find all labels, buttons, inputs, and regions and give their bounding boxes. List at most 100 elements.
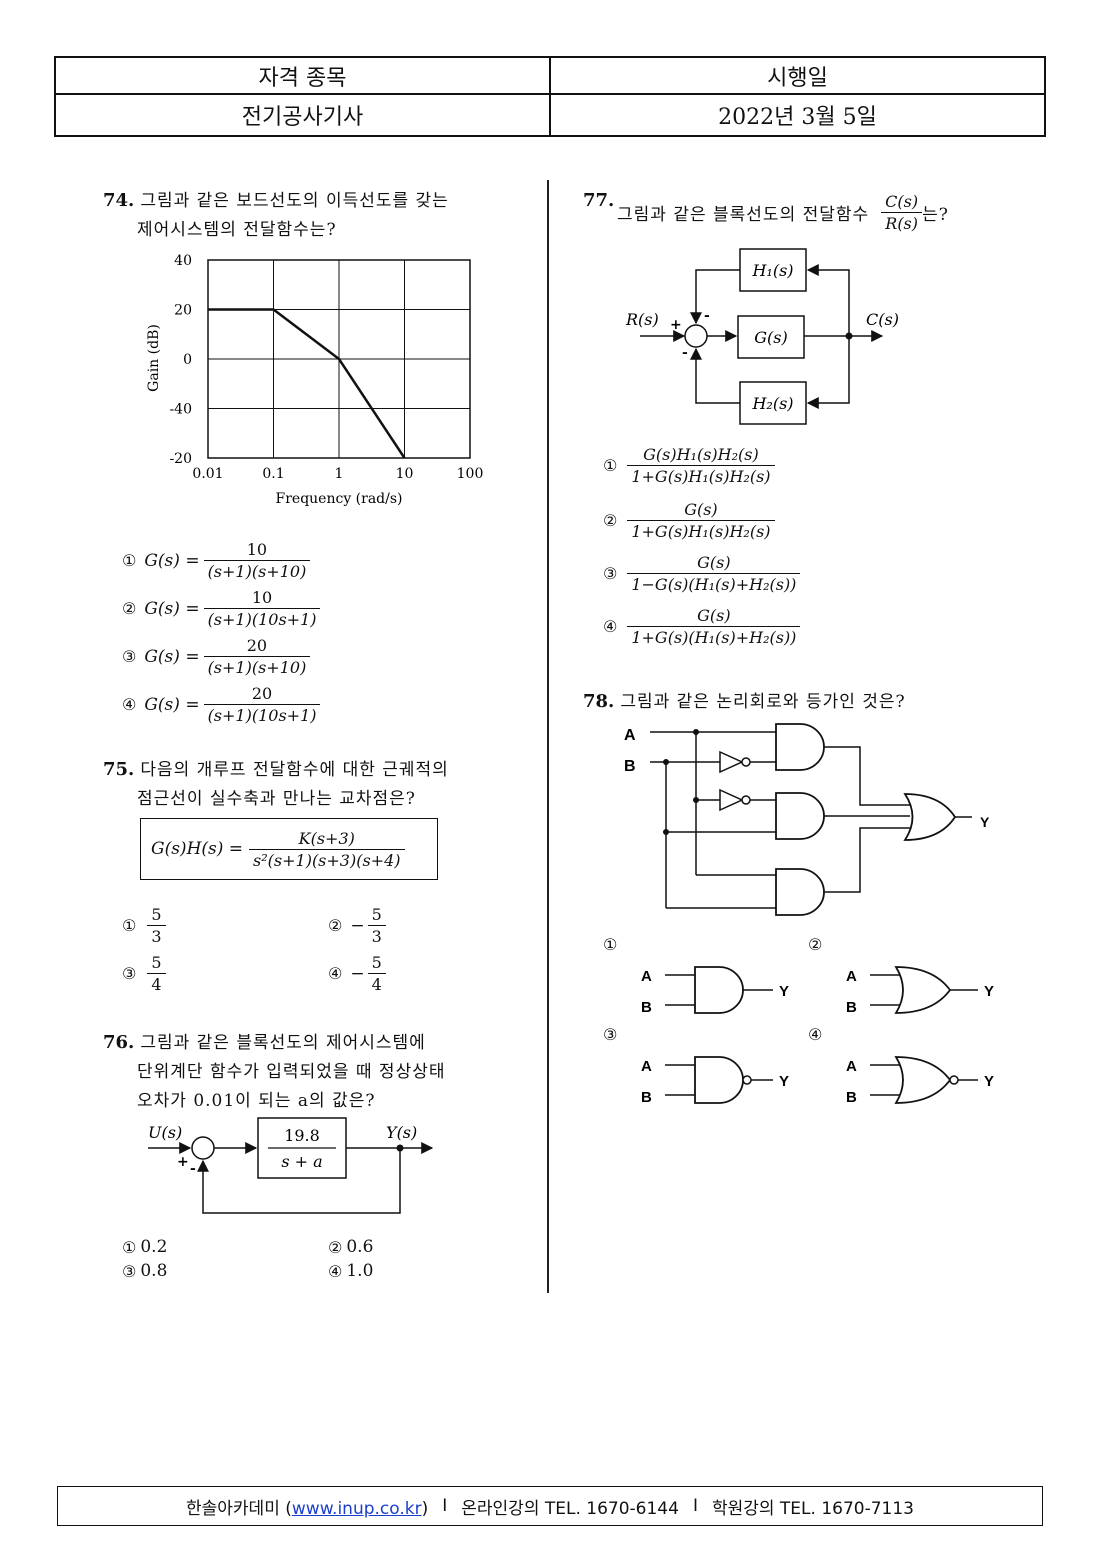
q77-input-label: R(s) <box>625 310 659 329</box>
gate-body <box>894 1056 952 1104</box>
q77-option-den: 1+G(s)(H₁(s)+H₂(s)) <box>627 626 801 647</box>
question-75-number: 75. <box>103 759 135 780</box>
q76-option-mark: ④ <box>328 1261 343 1281</box>
bode-gain-series <box>208 308 406 459</box>
question-76: 76.그림과 같은 블록선도의 제어시스템에 단위계단 함수가 입력되었을 때 … <box>103 1028 446 1116</box>
q78-not-gate-b <box>719 750 744 774</box>
q78-and-gate-2 <box>775 792 825 840</box>
q77-option-fraction: G(s)1−G(s)(H₁(s)+H₂(s)) <box>627 553 801 594</box>
gate-output-y-label: Y <box>984 1073 994 1090</box>
q74-option-fraction: 20(s+1)(s+10) <box>203 636 311 677</box>
q77-h1-label: H₁(s) <box>751 261 793 280</box>
q74-option-num: 20 <box>251 684 273 703</box>
q78-option-mark: ① <box>603 935 618 954</box>
gate-body <box>694 1056 744 1104</box>
question-77-line1: 그림과 같은 블록선도의 전달함수 <box>617 205 870 225</box>
formula-denominator: s²(s+1)(s+3)(s+4) <box>249 848 405 870</box>
q76-minus-sign: - <box>190 1161 196 1177</box>
q74-option-1[interactable]: ① G(s) =10(s+1)(s+10) <box>122 540 311 581</box>
q74-option-mark: ④ <box>122 695 137 714</box>
q77-block-diagram: R(s) C(s) + - - G(s) H₁(s) H₂(s) <box>625 248 899 425</box>
q74-option-lhs: G(s) = <box>144 550 200 571</box>
q75-option-num: 5 <box>371 905 382 924</box>
q77-option-num: G(s)H₁(s)H₂(s) <box>643 445 759 464</box>
bode-y-tick-label: 40 <box>174 253 192 269</box>
question-77: 77. <box>583 186 620 216</box>
q77-option-fraction: G(s)1+G(s)(H₁(s)+H₂(s)) <box>627 606 801 647</box>
gate-input-a-label: A <box>641 1058 652 1075</box>
gate-output-y-label: Y <box>779 1073 789 1090</box>
question-77-frac-num: C(s) <box>885 192 919 211</box>
question-74-number: 74. <box>103 190 135 211</box>
q77-option-3[interactable]: ③ G(s)1−G(s)(H₁(s)+H₂(s)) <box>603 553 801 594</box>
q74-option-fraction: 10(s+1)(s+10) <box>203 540 311 581</box>
q77-minus-bottom: - <box>682 345 688 361</box>
q78-junction-dots <box>663 729 699 835</box>
footer-online-phone: 온라인강의 TEL. 1670-6144 <box>461 1498 679 1519</box>
q78-logic-circuit: A B Y <box>624 723 990 916</box>
gate-body <box>694 966 744 1014</box>
gate-body <box>894 966 952 1014</box>
footer-website-link[interactable]: www.inup.co.kr <box>291 1498 422 1519</box>
question-78-line1: 그림과 같은 논리회로와 등가인 것은? <box>620 692 906 712</box>
q77-h1-feedback <box>690 269 740 325</box>
formula-fraction: K(s+3) s²(s+1)(s+3)(s+4) <box>249 829 405 870</box>
header-subject-label: 자격 종목 <box>56 58 551 93</box>
q77-option-den: 1−G(s)(H₁(s)+H₂(s)) <box>627 573 801 594</box>
q74-option-mark: ② <box>122 599 137 618</box>
footer-academy: 한솔아카데미 (www.inup.co.kr) <box>186 1494 428 1519</box>
q77-h2-label: H₂(s) <box>751 394 793 413</box>
q76-block-diagram: U(s) Y(s) + - 19.8 s + a <box>148 1117 434 1214</box>
q74-option-mark: ① <box>122 551 137 570</box>
q76-option-value: 0.8 <box>140 1261 168 1281</box>
footer-paren: ) <box>421 1498 429 1519</box>
q75-option-mark: ④ <box>328 964 343 983</box>
q77-option-4[interactable]: ④ G(s)1+G(s)(H₁(s)+H₂(s)) <box>603 606 801 647</box>
q77-option-mark: ③ <box>603 564 618 583</box>
q74-option-den: (s+1)(10s+1) <box>203 608 321 629</box>
gate-input-b-label: B <box>846 1089 857 1106</box>
q74-option-num: 10 <box>246 540 268 559</box>
q74-option-fraction: 20(s+1)(10s+1) <box>203 684 321 725</box>
q75-option-sign: − <box>350 915 365 936</box>
q77-option-den: 1+G(s)H₁(s)H₂(s) <box>627 465 775 486</box>
q77-option-num: G(s) <box>684 500 718 519</box>
q78-not-bubble-b <box>741 757 751 767</box>
q77-option-num: G(s) <box>697 553 731 572</box>
q78-option-mark: ④ <box>808 1025 823 1044</box>
q74-option-den: (s+1)(10s+1) <box>203 704 321 725</box>
bode-y-tick-label: 0 <box>183 352 192 368</box>
q76-option-value: 0.6 <box>346 1237 374 1257</box>
q76-output-label: Y(s) <box>386 1123 417 1142</box>
q78-option-mark: ② <box>808 935 823 954</box>
q74-option-lhs: G(s) = <box>144 694 200 715</box>
q77-option-mark: ② <box>603 511 618 530</box>
header-date-value: 2022년 3월 5일 <box>718 105 877 130</box>
q77-option-mark: ④ <box>603 617 618 636</box>
q76-option-value: 1.0 <box>346 1261 374 1281</box>
q76-option-mark: ② <box>328 1237 343 1257</box>
gate-input-a-label: A <box>846 1058 857 1075</box>
question-76-number: 76. <box>103 1032 135 1053</box>
header-row-values: 전기공사기사 2022년 3월 5일 <box>56 95 1044 135</box>
